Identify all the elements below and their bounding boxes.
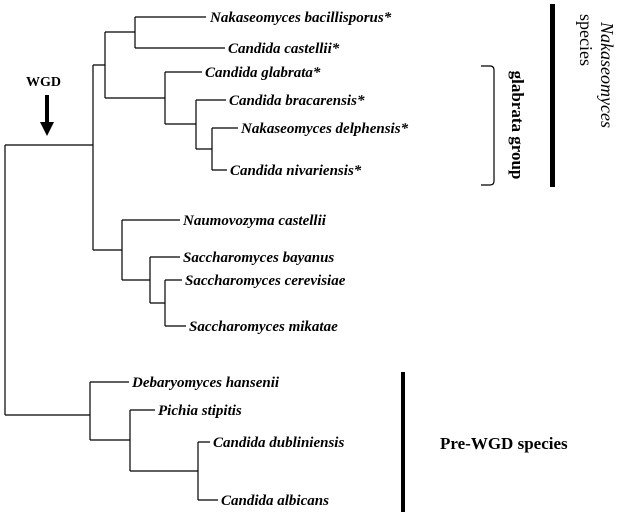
glabrata-group-label: glabrata group (508, 71, 527, 180)
taxon-label: Candida castellii* (228, 41, 340, 57)
nakaseomyces-label: Nakaseomyces (597, 21, 617, 128)
taxon-label: Candida dubliniensis (213, 435, 344, 451)
wgd-marker: WGD (26, 75, 61, 136)
branch (129, 409, 198, 472)
wgd-arrow-shaft (45, 95, 49, 125)
taxon-label: Pichia stipitis (158, 403, 242, 419)
taxon-label: Debaryomyces hansenii (131, 375, 280, 391)
taxon-label: Candida glabrata* (205, 65, 321, 81)
tree-branches (4, 16, 238, 501)
branch (89, 381, 130, 441)
taxon-label: Candida bracarensis* (229, 93, 365, 109)
taxon-label: Nakaseomyces delphensis* (240, 121, 409, 137)
taxon-label: Saccharomyces cerevisiae (185, 273, 346, 289)
wgd-label: WGD (26, 75, 61, 90)
pre-wgd-label: Pre-WGD species (440, 434, 568, 453)
branch (164, 279, 186, 327)
nakaseomyces-bar (550, 4, 555, 187)
branch (92, 64, 122, 251)
taxon-label: Candida albicans (221, 493, 329, 509)
taxon-label: Candida nivariensis* (230, 163, 362, 179)
glabrata-group-annotation: glabrata group (481, 65, 527, 186)
pre-wgd-annotation: Pre-WGD species (401, 372, 568, 512)
taxon-labels: Nakaseomyces bacillisporus* Candida cast… (131, 10, 409, 509)
wgd-arrow-icon (40, 122, 54, 136)
nakaseomyces-species-label: species (576, 14, 596, 66)
branch (195, 99, 226, 150)
glabrata-bracket (481, 65, 495, 186)
taxon-label: Saccharomyces mikatae (189, 319, 338, 335)
branch (4, 144, 93, 416)
taxon-label: Saccharomyces bayanus (183, 250, 334, 266)
nakaseomyces-species-annotation: Nakaseomyces species (550, 4, 617, 187)
taxon-label: Naumovozyma castellii (182, 213, 327, 229)
taxon-label: Nakaseomyces bacillisporus* (209, 10, 392, 26)
pre-wgd-bar (401, 372, 405, 512)
branch (121, 219, 180, 281)
